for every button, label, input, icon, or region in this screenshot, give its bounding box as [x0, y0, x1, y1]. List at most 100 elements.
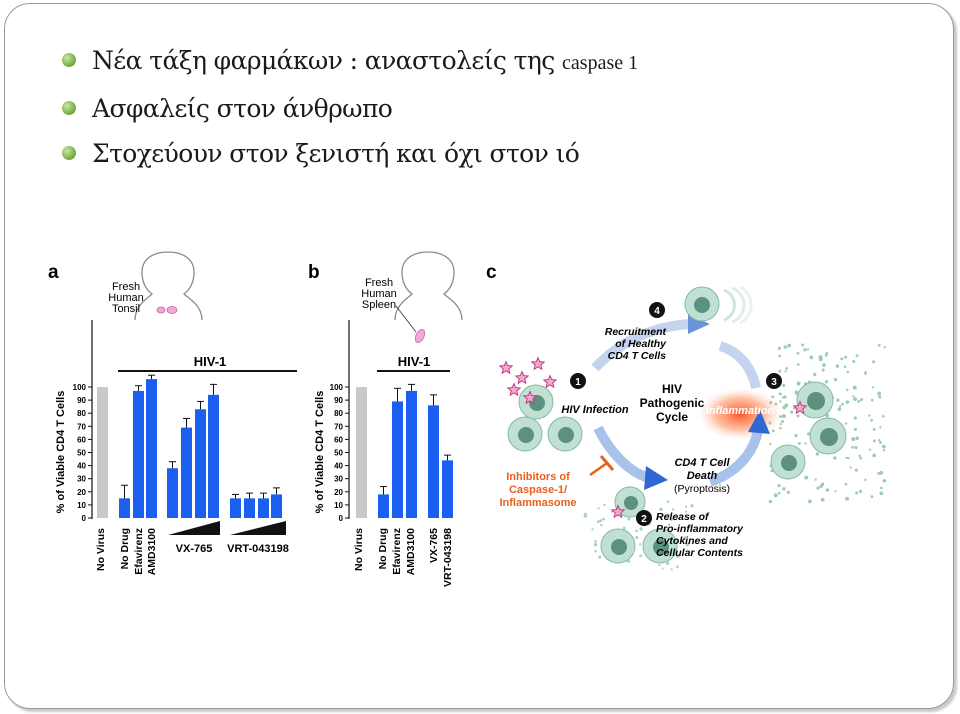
cytokine-dot	[690, 504, 694, 508]
step-number-2: 2	[636, 510, 652, 526]
x-tick-label: VRT-043198	[442, 528, 454, 587]
cytokine-dot	[680, 514, 683, 517]
y-axis-label: % of Viable CD4 T Cells	[55, 391, 67, 514]
cytokine-dot	[796, 363, 800, 366]
bar	[442, 460, 453, 518]
step-number-4: 4	[649, 302, 665, 318]
step2b-label: Cellular Contents	[656, 547, 743, 559]
cell	[642, 528, 678, 564]
y-tick-label: 30	[334, 475, 343, 484]
cytokine-dot	[783, 395, 787, 399]
bar	[119, 498, 130, 518]
cytokine-dot	[596, 520, 600, 524]
cytokine-dot	[846, 388, 849, 392]
cytokine-dot	[879, 441, 882, 444]
x-tick-label: No Drug	[119, 528, 131, 569]
cytokine-dot	[785, 367, 788, 370]
dose-wedge	[230, 521, 286, 535]
cytokine-dot	[849, 466, 852, 469]
cytokine-dot	[778, 392, 782, 396]
dose-label: VRT-043198	[227, 543, 289, 555]
x-tick-label: No Virus	[95, 528, 107, 571]
cytokine-dot	[779, 400, 782, 403]
cytokine-dot	[834, 490, 837, 493]
cytokine-dot	[868, 414, 871, 417]
cytokine-dot	[833, 456, 837, 460]
cytokine-dot	[598, 555, 602, 559]
figure: a Fresh Human Tonsil HIV-1 % of Viable C…	[48, 251, 887, 587]
x-tick-label: Efavirenz	[391, 528, 403, 575]
cytokine-dot	[671, 508, 675, 511]
bullet-item: Στοχεύουν στον ξενιστή και όχι στον ιό	[62, 131, 638, 176]
cytokine-dot	[847, 457, 850, 460]
cytokine-dot	[851, 437, 856, 442]
y-tick-label: 0	[82, 514, 87, 523]
step2b-label: Cytokines and	[656, 535, 728, 547]
center-label: HIV	[662, 382, 682, 396]
cytokine-dot	[600, 524, 603, 527]
y-tick-label: 100	[73, 383, 87, 392]
dose-label: VX-765	[176, 543, 213, 555]
cytokine-dot	[796, 351, 800, 355]
cytokine-dot	[594, 549, 598, 553]
inhibitor-label: Caspase-1/	[509, 484, 567, 496]
group-label: HIV-1	[194, 354, 227, 369]
cytokine-dot	[871, 386, 875, 389]
y-tick-label: 90	[334, 396, 343, 405]
cell	[723, 285, 753, 325]
x-tick-label: AMD3100	[146, 528, 158, 575]
virus-icon	[542, 374, 558, 389]
panel-a: a Fresh Human Tonsil HIV-1 % of Viable C…	[48, 251, 297, 575]
panel-c-letter: c	[486, 262, 497, 283]
step-number-text: 4	[654, 306, 660, 317]
cytokine-dot	[786, 490, 790, 494]
cytokine-dot	[846, 370, 850, 374]
cytokine-dot	[782, 487, 786, 491]
organ-label-line: Human	[108, 292, 143, 304]
bar	[378, 494, 389, 518]
cytokine-dot	[801, 343, 805, 347]
dose-wedge	[168, 521, 220, 535]
step2-label: Death	[687, 470, 718, 482]
cytokine-dot	[853, 397, 857, 401]
cytokine-dot	[877, 343, 881, 347]
cytokine-dot	[872, 453, 877, 458]
inhibitor-label: Inhibitors of	[506, 471, 570, 483]
cytokine-dot	[870, 398, 874, 402]
slide-frame	[4, 3, 954, 709]
cytokine-dot	[859, 456, 863, 460]
cytokine-dot	[853, 427, 858, 431]
bullet-icon	[62, 146, 76, 160]
cytokine-dot	[818, 355, 823, 360]
x-tick-label: No Drug	[377, 528, 389, 569]
cytokine-dot	[676, 565, 679, 569]
step-number-text: 2	[641, 514, 647, 525]
y-tick-label: 20	[77, 488, 86, 497]
center-label: Pathogenic	[640, 396, 705, 410]
bullet-item: Νέα τάξη φαρμάκων : αναστολείς της caspa…	[62, 38, 638, 86]
cytokine-dot	[684, 505, 688, 508]
tonsil-icon	[156, 306, 166, 314]
bullet-list: Νέα τάξη φαρμάκων : αναστολείς της caspa…	[62, 38, 638, 176]
tonsil-icon	[166, 306, 178, 314]
step3-label: Inflammation	[706, 405, 775, 417]
cytokine-dot	[824, 353, 828, 357]
y-tick-label: 20	[334, 488, 343, 497]
cytokine-dot	[784, 403, 789, 408]
bars	[97, 374, 282, 518]
y-tick-label: 80	[334, 409, 343, 418]
cytokine-dot	[635, 535, 639, 540]
cycle-arrow-head	[644, 466, 668, 490]
cycle-arrow	[593, 425, 652, 483]
y-tick-label: 10	[334, 501, 343, 510]
cytokine-dot	[858, 454, 861, 458]
cytokine-dot	[852, 360, 856, 364]
cycle-arrow	[708, 428, 763, 487]
cytokine-dot	[853, 416, 857, 420]
cytokine-dot	[809, 355, 814, 360]
cytokine-dot	[879, 491, 884, 496]
bar	[195, 409, 206, 518]
bar	[133, 390, 144, 518]
cytokine-dot	[777, 491, 781, 495]
cytokine-dot	[685, 542, 690, 547]
